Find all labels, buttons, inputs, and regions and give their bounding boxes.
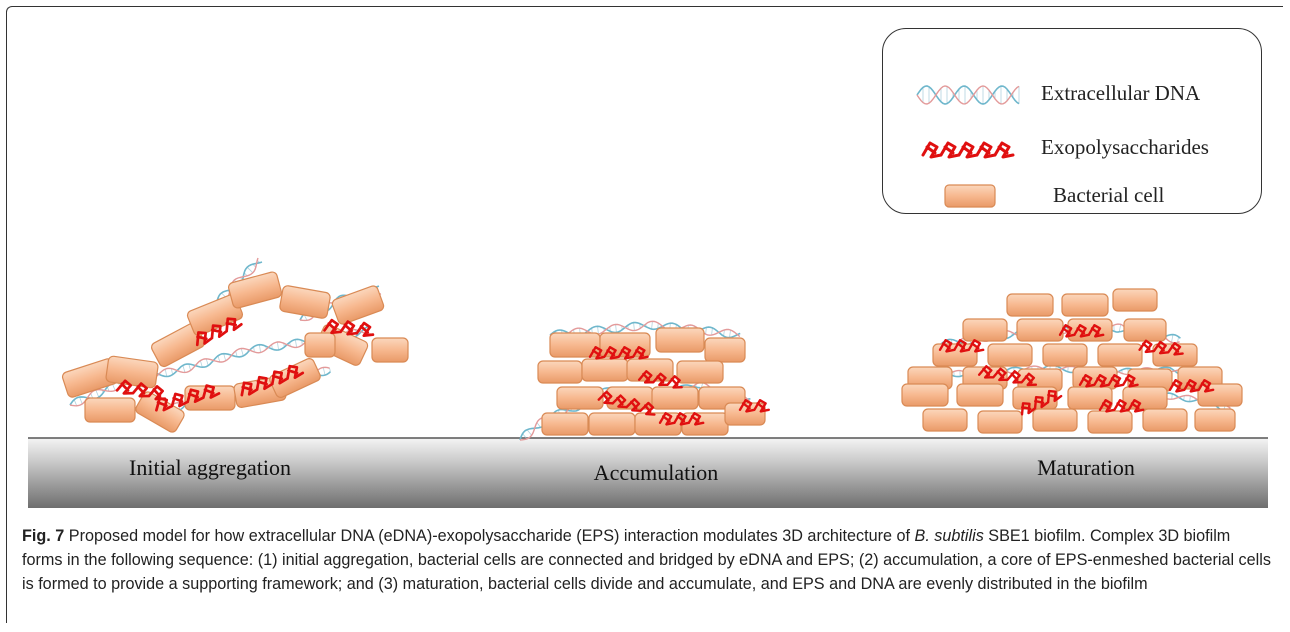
bacterial-cell	[304, 332, 336, 358]
bacterial-cell	[537, 360, 583, 384]
legend-item-dna: Extracellular DNA	[883, 75, 1261, 115]
bacterial-cell	[944, 184, 996, 208]
bacterial-cell	[1097, 343, 1143, 367]
bacterial-cell	[1032, 408, 1078, 432]
caption-text-part1: Proposed model for how extracellular DNA…	[64, 527, 915, 545]
bacterial-cell	[228, 271, 282, 309]
bacterial-cell	[724, 402, 766, 426]
eps-chain	[1078, 373, 1139, 388]
eps-chain	[637, 370, 683, 389]
eps-chain	[597, 390, 656, 416]
bacterial-cell	[655, 327, 705, 353]
eps-chain	[240, 364, 305, 397]
legend-item-cell: Bacterial cell	[883, 177, 1261, 217]
bacterial-cell	[956, 383, 1004, 407]
bacterial-cell	[1197, 383, 1243, 407]
eps-chain	[938, 338, 985, 353]
stage-label-maturation: Maturation	[1037, 455, 1135, 480]
bacterial-cell	[977, 410, 1023, 434]
bacterial-cell	[1194, 408, 1236, 432]
eps-chain	[588, 345, 649, 360]
legend-label-cell: Bacterial cell	[1053, 183, 1165, 207]
dna-strand	[916, 85, 1020, 105]
bacterial-cell	[541, 412, 589, 436]
bacterial-cell	[676, 360, 724, 384]
bacterial-cell	[1042, 343, 1088, 367]
eps-chain-icon	[921, 141, 1015, 159]
eps-chain	[738, 398, 771, 413]
figure-number: Fig. 7	[22, 527, 65, 545]
bacterial-cell	[331, 285, 385, 325]
bacterial-cell	[1123, 318, 1167, 342]
legend-box: Extracellular DNA Exopolysaccharides Bac…	[882, 28, 1262, 214]
eps-chain	[1020, 389, 1063, 416]
dna-helix-icon	[916, 85, 1020, 105]
initial-aggregation-illustration	[61, 257, 409, 433]
bacterial-cell-icon	[944, 184, 996, 208]
caption-species: B. subtilis	[914, 527, 984, 545]
stage-label-initial-aggregation: Initial aggregation	[129, 455, 291, 480]
legend-label-eps: Exopolysaccharides	[1041, 135, 1209, 159]
bacterial-cell	[651, 386, 699, 410]
figure-frame	[6, 6, 1283, 623]
surface-substrate	[28, 438, 1268, 508]
bacterial-cell	[1016, 318, 1064, 342]
maturation-illustration	[901, 288, 1243, 434]
eps-chain	[155, 384, 221, 412]
bacterial-cell	[279, 285, 331, 319]
eps-chain	[977, 365, 1038, 387]
biofilm-diagram	[28, 257, 1268, 508]
bacterial-cell	[704, 337, 746, 363]
bacterial-cell	[1122, 386, 1168, 410]
bacterial-cell	[1006, 293, 1054, 317]
stage-label-accumulation: Accumulation	[593, 460, 719, 485]
eps-chain	[1098, 398, 1145, 413]
bacterial-cell	[371, 337, 409, 363]
eps-chain	[115, 379, 167, 401]
eps-chain	[658, 411, 705, 426]
bacterial-cell	[901, 383, 949, 407]
bacterial-cell	[987, 343, 1033, 367]
bacterial-cell	[922, 408, 968, 432]
bacterial-cell	[581, 358, 629, 382]
bacterial-cell	[1061, 293, 1109, 317]
accumulation-illustration	[519, 320, 771, 441]
bacterial-cell	[1067, 386, 1113, 410]
legend-label-dna: Extracellular DNA	[1041, 81, 1201, 105]
figure-caption: Fig. 7 Proposed model for how extracellu…	[22, 524, 1272, 596]
eps-chain	[1168, 378, 1215, 393]
bacterial-cell	[588, 412, 636, 436]
caption-text-part2: SBE1 biofilm. Complex 3D biofilm forms i…	[22, 527, 1271, 593]
bacterial-cell	[84, 397, 136, 423]
legend-item-eps: Exopolysaccharides	[883, 129, 1261, 169]
eps-chain	[1058, 323, 1105, 338]
eps-chain	[1138, 339, 1184, 356]
bacterial-cell	[556, 386, 604, 410]
eps-chain	[323, 318, 375, 337]
bacterial-cell	[1087, 410, 1133, 434]
eps-chain	[195, 317, 243, 347]
bacterial-cell	[962, 318, 1008, 342]
bacterial-cell	[1112, 288, 1158, 312]
bacterial-cell	[1142, 408, 1188, 432]
eps-chain	[921, 141, 1015, 159]
bacterial-cell	[1067, 318, 1113, 342]
